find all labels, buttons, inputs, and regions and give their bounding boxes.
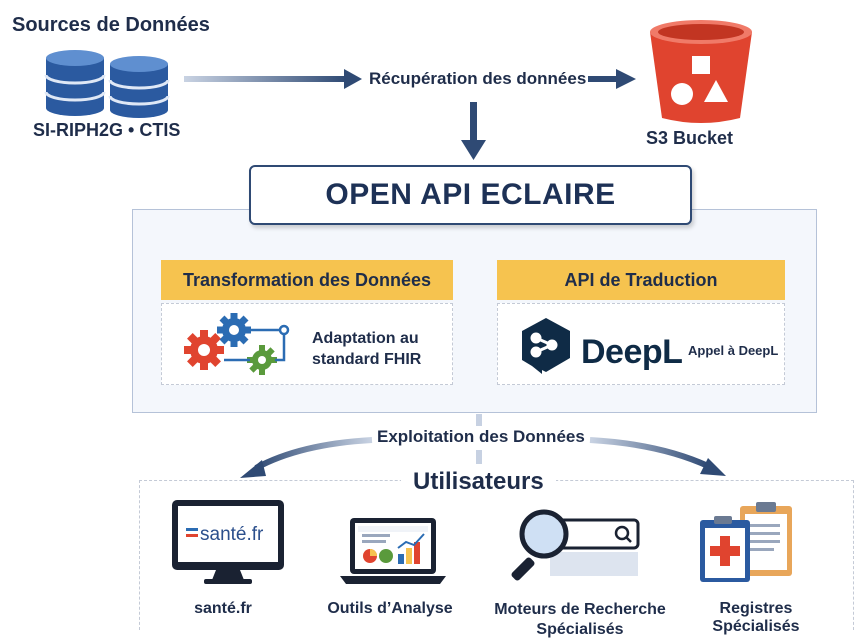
monitor-icon: santé.fr xyxy=(172,500,284,584)
sources-title: Sources de Données xyxy=(12,14,210,36)
user-label-sante: santé.fr xyxy=(194,600,252,617)
user-label-analytics: Outils d’Analyse xyxy=(327,600,453,617)
s3-bucket-icon xyxy=(650,20,752,123)
api-title: OPEN API ECLAIRE xyxy=(249,165,692,225)
sources-label: SI-RIPH2G • CTIS xyxy=(33,120,181,140)
users-title: Utilisateurs xyxy=(401,468,556,496)
translation-header: API de Traduction xyxy=(497,260,785,300)
down-arrow-to-api xyxy=(461,102,486,160)
monitor-screen-text: santé.fr xyxy=(200,524,264,545)
retrieval-label: Récupération des données xyxy=(369,69,587,88)
user-label-search: Moteurs de Recherche Spécialisés xyxy=(494,601,666,638)
deepl-brand: DeepL xyxy=(581,333,683,371)
user-label-registries: Registres Spécialisés xyxy=(712,600,800,635)
fhir-label-line2: standard FHIR xyxy=(312,351,422,368)
deepl-call-label: Appel à DeepL xyxy=(688,343,779,358)
bucket-label: S3 Bucket xyxy=(646,128,734,148)
database-icon xyxy=(44,50,170,118)
transform-header: Transformation des Données xyxy=(161,260,453,300)
deepl-logo-icon xyxy=(522,318,570,374)
fhir-label-line1: Adaptation au xyxy=(312,330,419,347)
connector-lines xyxy=(224,324,290,362)
laptop-analytics-icon xyxy=(340,518,446,584)
gear-blue xyxy=(217,313,251,347)
exploitation-label: Exploitation des Données xyxy=(377,427,585,446)
fhir-label: Adaptation au standard FHIR xyxy=(312,328,421,370)
search-magnifier-icon xyxy=(511,509,640,581)
gear-red xyxy=(184,330,224,370)
database-right xyxy=(108,56,170,118)
database-left xyxy=(44,50,106,116)
clipboard-registry-icon xyxy=(700,502,792,582)
exploit-arrows xyxy=(240,414,726,478)
retrieval-arrow xyxy=(184,69,636,89)
gear-green xyxy=(247,345,277,375)
gears-icon xyxy=(184,313,290,375)
